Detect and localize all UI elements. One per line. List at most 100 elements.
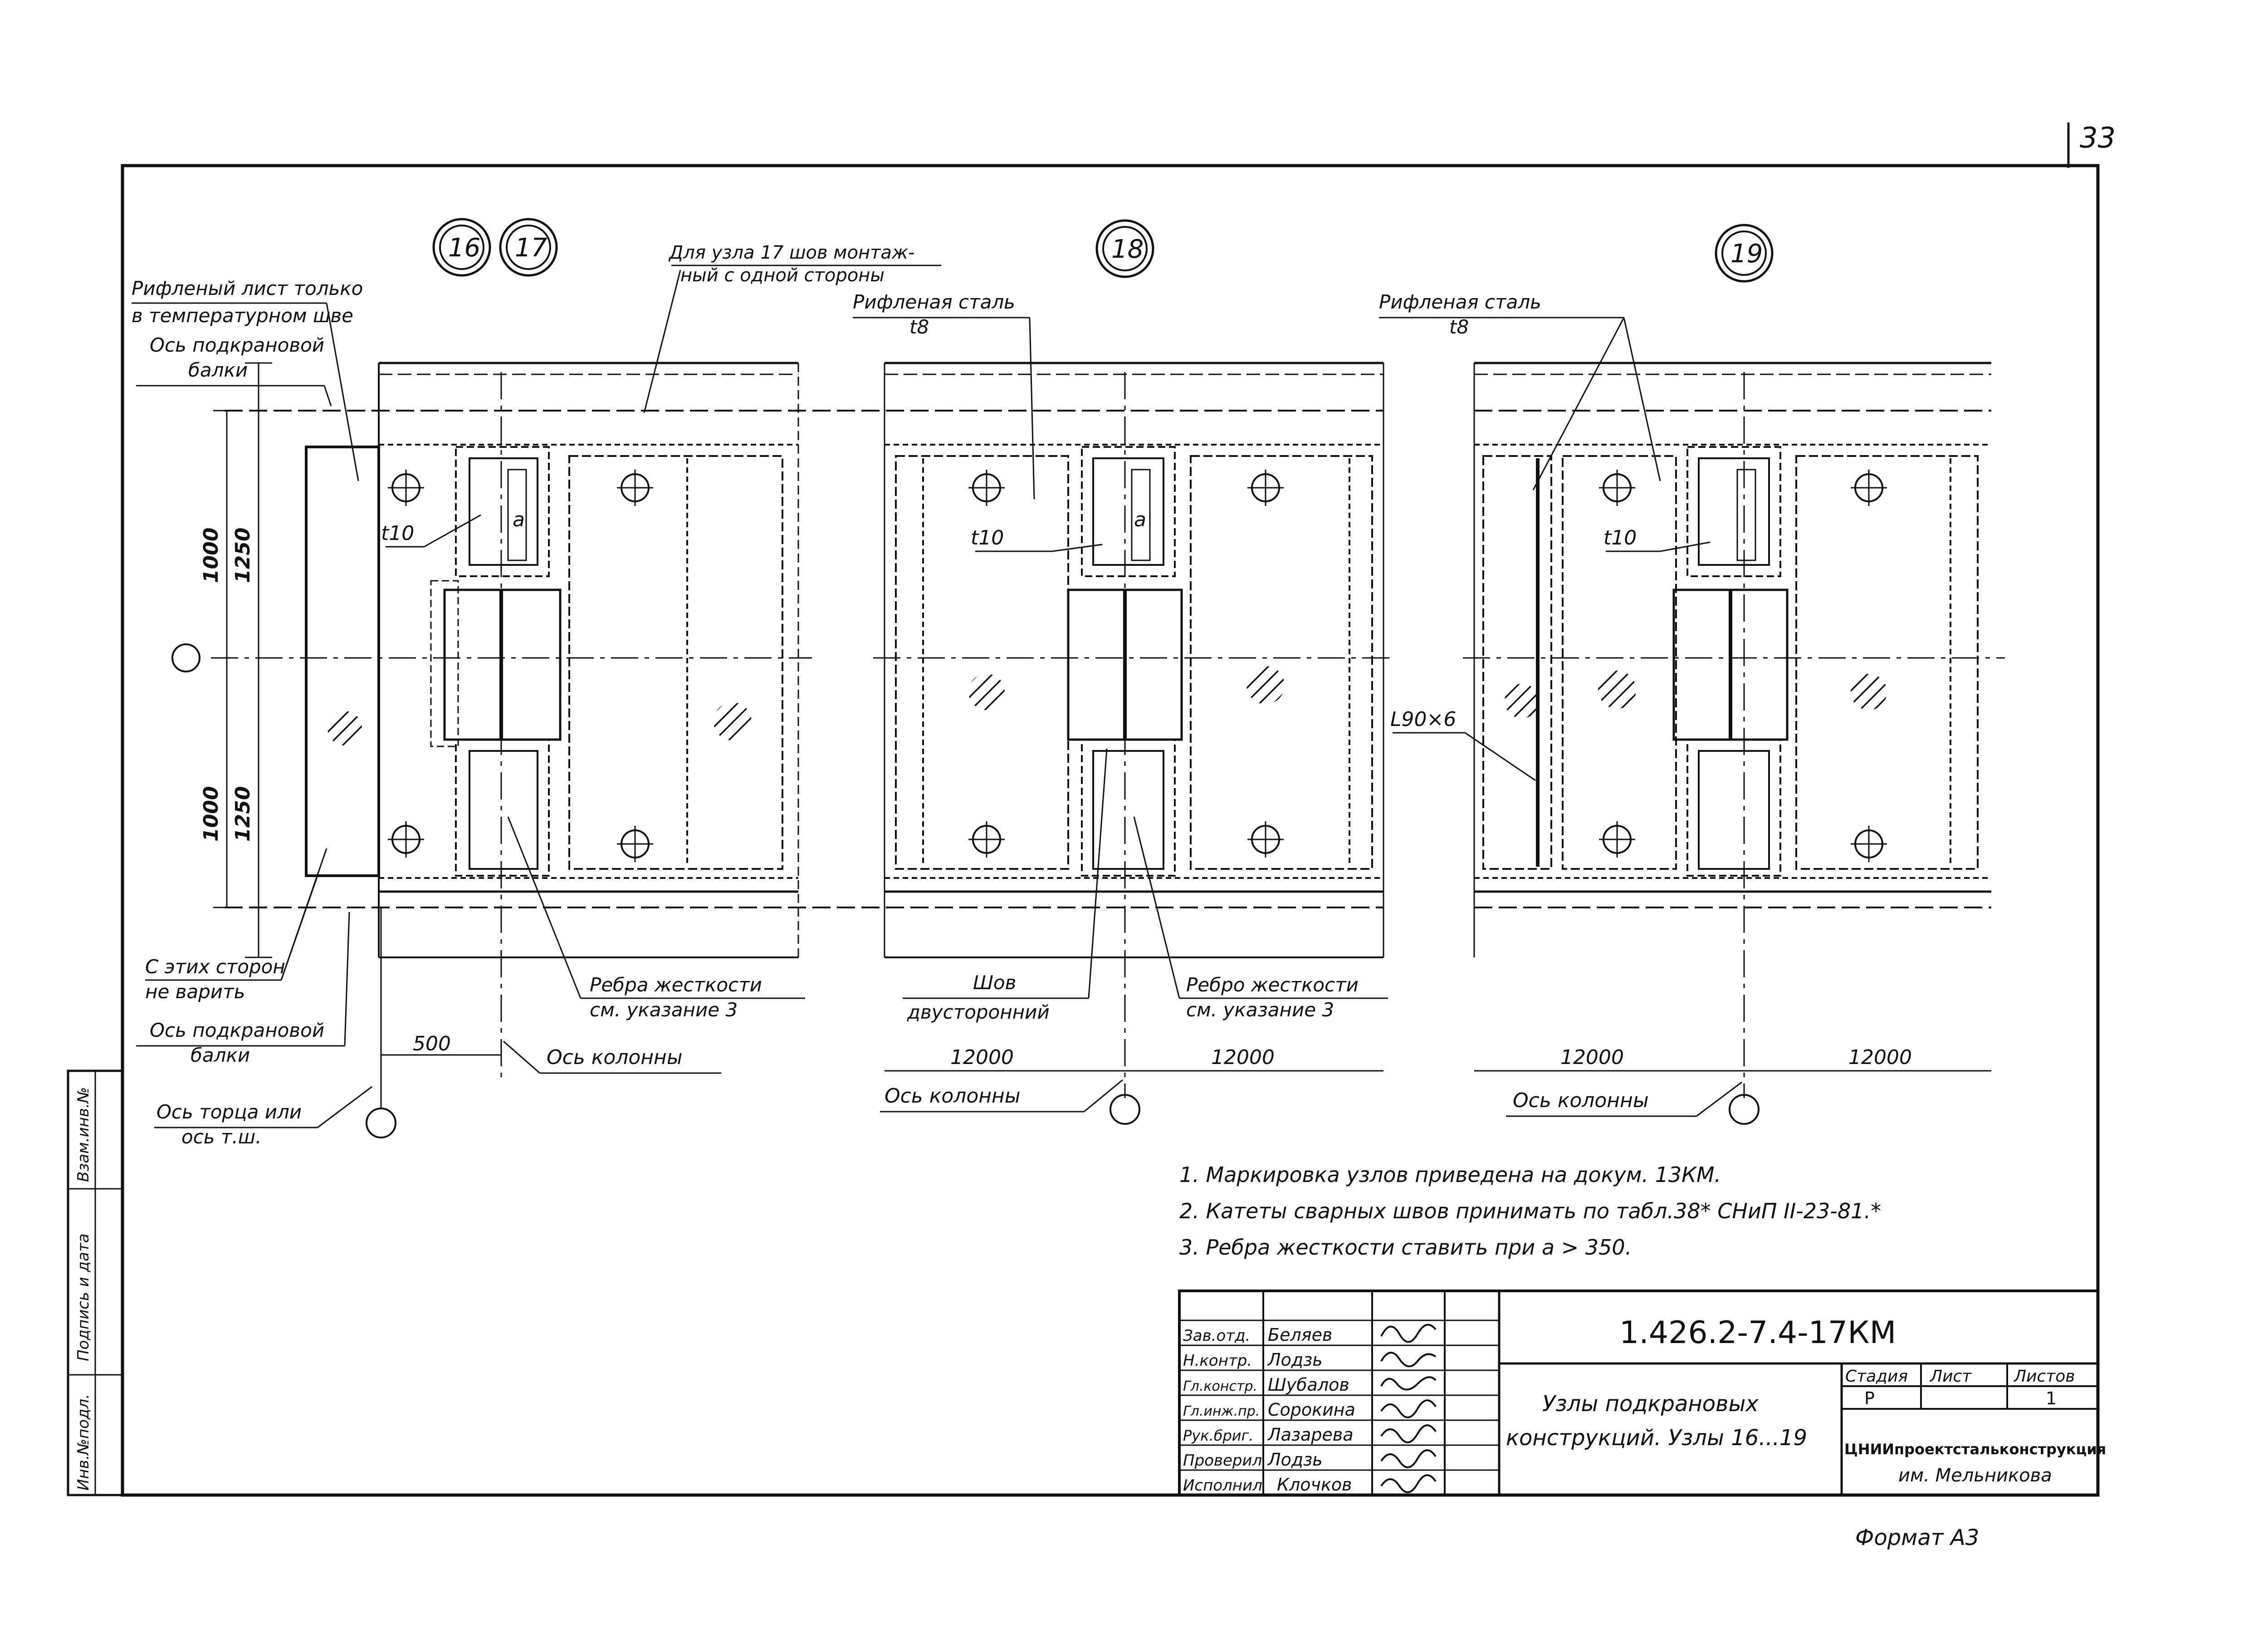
left-ribbed-note-2: в температурном шве bbox=[132, 304, 353, 327]
sheets-header: Листов bbox=[2013, 1367, 2075, 1386]
left-plate-t10: t10 bbox=[381, 522, 414, 545]
note-1: 1. Маркировка узлов приведена на докум. … bbox=[1179, 1162, 1721, 1187]
drawing-title-1: Узлы подкрановых bbox=[1542, 1391, 1759, 1417]
hatched-spot bbox=[714, 702, 752, 740]
node-markers: 16 17 18 19 bbox=[432, 218, 1774, 283]
hatched-spot bbox=[1851, 674, 1887, 710]
org-name-1: ЦНИИпроектстальконструкция bbox=[1844, 1441, 2106, 1458]
name-4: Сорокина bbox=[1268, 1400, 1355, 1420]
signature bbox=[1380, 1474, 1437, 1493]
left-beam-axis-top-2: балки bbox=[188, 359, 248, 381]
title-block bbox=[1178, 1290, 2099, 1496]
left-end-axis-1: Ось торца или bbox=[156, 1101, 302, 1123]
node17-note-1: Для узла 17 шов монтаж- bbox=[668, 242, 914, 263]
name-7: Клочков bbox=[1277, 1475, 1352, 1495]
sheets-value: 1 bbox=[2046, 1388, 2057, 1408]
left-end-axis-2: ось т.ш. bbox=[181, 1126, 262, 1148]
left-dim-500: 500 bbox=[413, 1032, 451, 1055]
note-3: 3. Ребра жесткости ставить при a > 350. bbox=[1179, 1235, 1632, 1260]
node-17-label: 17 bbox=[515, 233, 547, 263]
middle-stiffener-2: см. указание 3 bbox=[1186, 999, 1334, 1021]
middle-stiffener-1: Ребро жесткости bbox=[1186, 974, 1359, 996]
left-no-weld-1: С этих сторон bbox=[145, 956, 285, 978]
left-group-plan bbox=[171, 362, 1383, 1138]
stamp-signature-date: Подпись и дата bbox=[74, 1233, 93, 1361]
end-axis-marker bbox=[366, 1108, 396, 1138]
middle-label-a: a bbox=[1134, 508, 1146, 531]
signature bbox=[1380, 1324, 1437, 1343]
hatched-spot bbox=[968, 674, 1005, 710]
column-axis-marker bbox=[1110, 1094, 1140, 1125]
role-4: Гл.инж.пр. bbox=[1183, 1403, 1260, 1419]
middle-weld-1: Шов bbox=[973, 971, 1016, 994]
stage-value: Р bbox=[1864, 1388, 1875, 1408]
right-dim-left: 12000 bbox=[1560, 1046, 1624, 1069]
middle-group-plan bbox=[873, 362, 1395, 1125]
note-2: 2. Катеты сварных швов принимать по табл… bbox=[1179, 1199, 1881, 1223]
hatched-spot bbox=[1246, 666, 1285, 704]
hatched-spot bbox=[1598, 671, 1636, 709]
name-2: Лодзь bbox=[1267, 1350, 1323, 1370]
left-stiffener-2: см. указание 3 bbox=[590, 999, 738, 1021]
sheet-format: Формат А3 bbox=[1855, 1525, 1979, 1550]
middle-ribbed-steel-1: Рифленая сталь bbox=[853, 291, 1015, 313]
left-label-a: a bbox=[513, 508, 525, 531]
name-5: Лазарева bbox=[1267, 1425, 1354, 1445]
right-column-axis: Ось колонны bbox=[1513, 1089, 1649, 1112]
stamp-replaced-inv: Взам.инв.№ bbox=[74, 1087, 93, 1182]
stamp-inv-podl: Инв.№подл. bbox=[74, 1394, 93, 1491]
name-6: Лодзь bbox=[1267, 1450, 1323, 1470]
org-name-2: им. Мельникова bbox=[1898, 1465, 2052, 1486]
signature bbox=[1380, 1352, 1437, 1368]
left-beam-axis-top-1: Ось подкрановой bbox=[150, 334, 324, 356]
left-dim-1250-top: 1250 bbox=[231, 528, 254, 583]
hatched-spot bbox=[1505, 684, 1539, 718]
left-dim-1000-top: 1000 bbox=[200, 528, 223, 583]
signature bbox=[1380, 1449, 1437, 1468]
right-group-plan bbox=[1463, 362, 2005, 1125]
right-dim-right: 12000 bbox=[1848, 1046, 1912, 1069]
middle-plate-t10: t10 bbox=[971, 526, 1004, 549]
right-ribbed-steel-1: Рифленая сталь bbox=[1379, 291, 1541, 313]
right-ribbed-steel-2: t8 bbox=[1449, 316, 1469, 338]
drawing-code: 1.426.2-7.4-17КМ bbox=[1619, 1315, 1896, 1351]
middle-column-axis: Ось колонны bbox=[885, 1084, 1021, 1108]
left-beam-axis-bottom-1: Ось подкрановой bbox=[150, 1019, 324, 1041]
signature bbox=[1380, 1424, 1437, 1443]
right-plate-t10: t10 bbox=[1603, 526, 1637, 549]
left-no-weld-2: не варить bbox=[145, 981, 245, 1003]
name-3: Шубалов bbox=[1268, 1375, 1349, 1395]
role-1: Зав.отд. bbox=[1183, 1327, 1250, 1345]
stage-header: Стадия bbox=[1845, 1367, 1908, 1386]
drawing-frame bbox=[121, 164, 2100, 1497]
left-dim-1250-bottom: 1250 bbox=[231, 786, 254, 842]
left-column-axis: Ось колонны bbox=[547, 1046, 683, 1069]
left-ribbed-note-1: Рифленый лист только bbox=[132, 277, 363, 299]
name-1: Беляев bbox=[1268, 1325, 1332, 1345]
middle-weld-2: двусторонний bbox=[907, 1001, 1050, 1023]
middle-ribbed-steel-2: t8 bbox=[909, 316, 929, 338]
middle-dim-right: 12000 bbox=[1211, 1046, 1275, 1069]
left-dim-1000-bottom: 1000 bbox=[200, 786, 223, 842]
node17-note-2: ный с одной стороны bbox=[680, 265, 885, 286]
column-axis-marker bbox=[1729, 1094, 1760, 1125]
sheet-number: 33 bbox=[2080, 121, 2116, 154]
role-5: Рук.бриг. bbox=[1183, 1427, 1254, 1444]
left-hatched-spot bbox=[327, 711, 362, 745]
side-stamp: Инв.№подл. Подпись и дата Взам.инв.№ bbox=[67, 1069, 124, 1496]
role-6: Проверил bbox=[1183, 1451, 1262, 1470]
node-16-label: 16 bbox=[448, 233, 480, 263]
role-3: Гл.констр. bbox=[1183, 1378, 1257, 1394]
left-stiffener-1: Ребра жесткости bbox=[590, 974, 762, 996]
right-angle-l90x6: L90×6 bbox=[1390, 708, 1456, 731]
node-18-label: 18 bbox=[1111, 235, 1144, 264]
drawing-title-2: конструкций. Узлы 16...19 bbox=[1506, 1425, 1807, 1451]
middle-dim-left: 12000 bbox=[950, 1046, 1014, 1069]
beam-axis-marker bbox=[171, 643, 200, 672]
signature bbox=[1380, 1399, 1437, 1418]
node-19-label: 19 bbox=[1730, 239, 1763, 269]
role-2: Н.контр. bbox=[1183, 1352, 1252, 1370]
signature bbox=[1380, 1376, 1437, 1391]
sheet-header: Лист bbox=[1929, 1367, 1972, 1386]
